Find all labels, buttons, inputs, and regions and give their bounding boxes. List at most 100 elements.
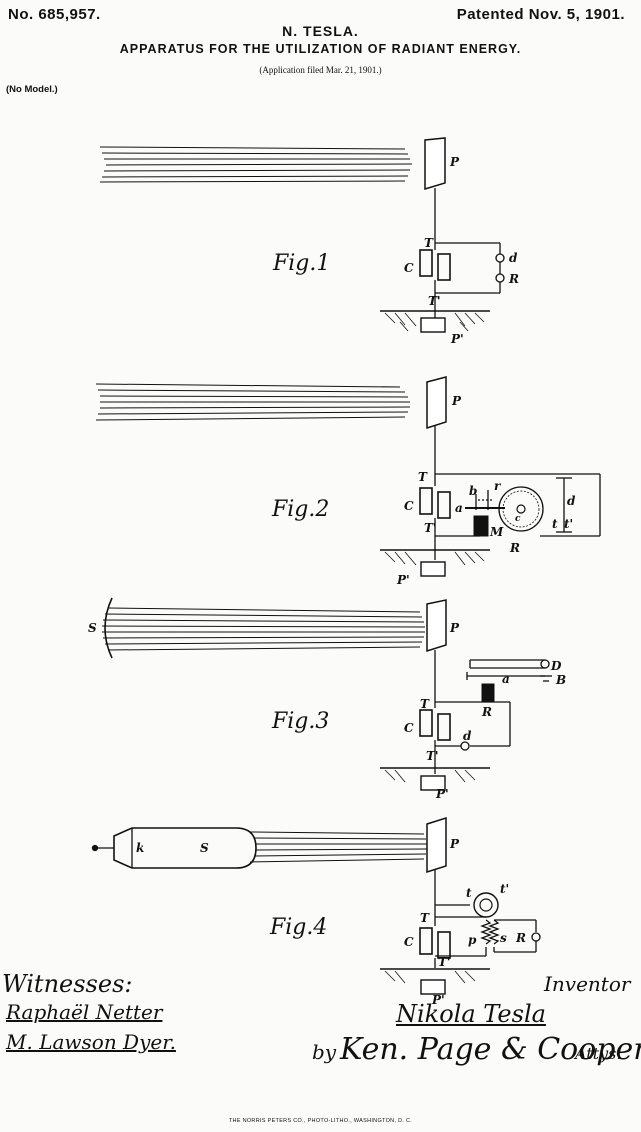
label-c: C	[404, 721, 414, 735]
patent-title: APPARATUS FOR THE UTILIZATION OF RADIANT…	[119, 42, 522, 56]
by-label: by	[312, 1040, 337, 1064]
attorneys-label: Attys.	[575, 1044, 622, 1063]
fig-1-label: Fig.1	[272, 251, 330, 276]
ground-hatch	[380, 310, 490, 332]
witness-2-signature: M. Lawson Dyer.	[6, 1030, 176, 1054]
tube-s	[113, 827, 257, 869]
radiant-rays	[95, 383, 411, 421]
label-t-prime: T'	[438, 955, 451, 969]
inventor-label: Inventor	[544, 972, 631, 996]
condenser-c	[419, 927, 433, 955]
label-m: M	[489, 525, 504, 539]
label-b: B	[555, 673, 566, 687]
label-c-small: c	[515, 514, 521, 524]
radiant-rays	[99, 146, 413, 183]
radiant-rays	[101, 607, 426, 651]
application-date: (Application filed Mar. 21, 1901.)	[259, 65, 382, 75]
label-t-prime: T'	[428, 294, 441, 308]
fig-3-label: Fig.3	[271, 709, 329, 734]
attorneys-signature: Ken. Page & Cooper	[340, 1032, 641, 1067]
label-a: a	[455, 501, 463, 515]
figure-1	[99, 137, 505, 333]
label-p-prime: P'	[450, 332, 464, 346]
label-s: S	[88, 621, 97, 635]
figure-2	[95, 376, 601, 577]
magnet-m	[473, 515, 489, 537]
device-d	[495, 253, 505, 263]
receiver-r	[495, 273, 505, 283]
label-d-upper: D	[550, 659, 562, 673]
receiver-r	[531, 932, 541, 942]
ground-hatch	[380, 767, 490, 783]
label-t: T	[418, 470, 428, 484]
inventor-signature: Nikola Tesla	[396, 1000, 546, 1028]
plate-p	[424, 137, 446, 191]
patent-number: No. 685,957.	[8, 6, 101, 23]
disk-wheel	[498, 486, 544, 532]
label-t-small: t	[552, 517, 558, 531]
fig-4-label: Fig.4	[269, 915, 327, 940]
label-r: R	[515, 931, 526, 945]
label-r-small: r	[494, 479, 502, 493]
label-d: d	[463, 729, 472, 743]
relay-r	[481, 683, 495, 703]
device-d-upper	[540, 659, 550, 669]
figure-3	[101, 597, 552, 791]
inventor-name: N. TESLA.	[282, 23, 359, 39]
label-k: k	[136, 841, 144, 855]
figure-4	[91, 816, 541, 995]
reflector-s	[104, 597, 113, 659]
plate-p	[426, 816, 447, 874]
model-note: (No Model.)	[6, 84, 58, 95]
label-t: T	[424, 236, 434, 250]
radiant-rays	[249, 831, 428, 863]
label-t-prime: T'	[424, 521, 437, 535]
label-p-prime: P'	[431, 993, 445, 1007]
label-c: C	[404, 499, 414, 513]
label-p-small: p	[468, 933, 477, 947]
ground-plate	[420, 317, 446, 333]
label-s-small: s	[500, 931, 507, 945]
label-p-prime: P'	[435, 787, 449, 801]
secondary-coil-s	[488, 919, 500, 945]
plate-p	[426, 599, 447, 653]
label-p: P	[451, 394, 462, 408]
label-s: S	[200, 841, 209, 855]
condenser-c	[419, 709, 433, 737]
label-t: T	[420, 911, 430, 925]
label-c: C	[404, 261, 414, 275]
wheel-t	[473, 892, 499, 918]
label-t-small-prime: t'	[564, 517, 573, 531]
fig-2-label: Fig.2	[271, 497, 329, 522]
label-p: P	[449, 155, 460, 169]
witness-1-signature: Raphaël Netter	[6, 1000, 163, 1024]
label-t-prime: T'	[426, 749, 439, 763]
patent-date: Patented Nov. 5, 1901.	[456, 6, 625, 23]
label-r: R	[481, 705, 492, 719]
condenser-c	[419, 487, 433, 515]
ground-hatch	[380, 968, 490, 984]
label-d: d	[567, 494, 576, 508]
label-d: d	[509, 251, 518, 265]
label-p: P	[449, 837, 460, 851]
device-d	[460, 741, 470, 751]
label-c: C	[404, 935, 414, 949]
label-p-prime: P'	[396, 573, 410, 587]
ground-plate	[420, 979, 446, 995]
plate-p	[426, 376, 447, 430]
condenser-c	[419, 249, 433, 277]
printer-footer: THE NORRIS PETERS CO., PHOTO-LITHO., WAS…	[228, 1118, 413, 1124]
witnesses-label: Witnesses:	[2, 970, 133, 998]
label-t-small-prime: t'	[500, 882, 509, 896]
label-b: b	[469, 484, 477, 498]
label-t-small: t	[466, 886, 472, 900]
label-p: P	[449, 621, 460, 635]
ground-hatch	[380, 549, 490, 566]
label-a: a	[502, 672, 510, 686]
label-t: T	[420, 697, 430, 711]
primary-coil-p	[480, 919, 492, 945]
label-r: R	[508, 272, 519, 286]
ground-plate	[420, 561, 446, 577]
label-r: R	[509, 541, 520, 555]
